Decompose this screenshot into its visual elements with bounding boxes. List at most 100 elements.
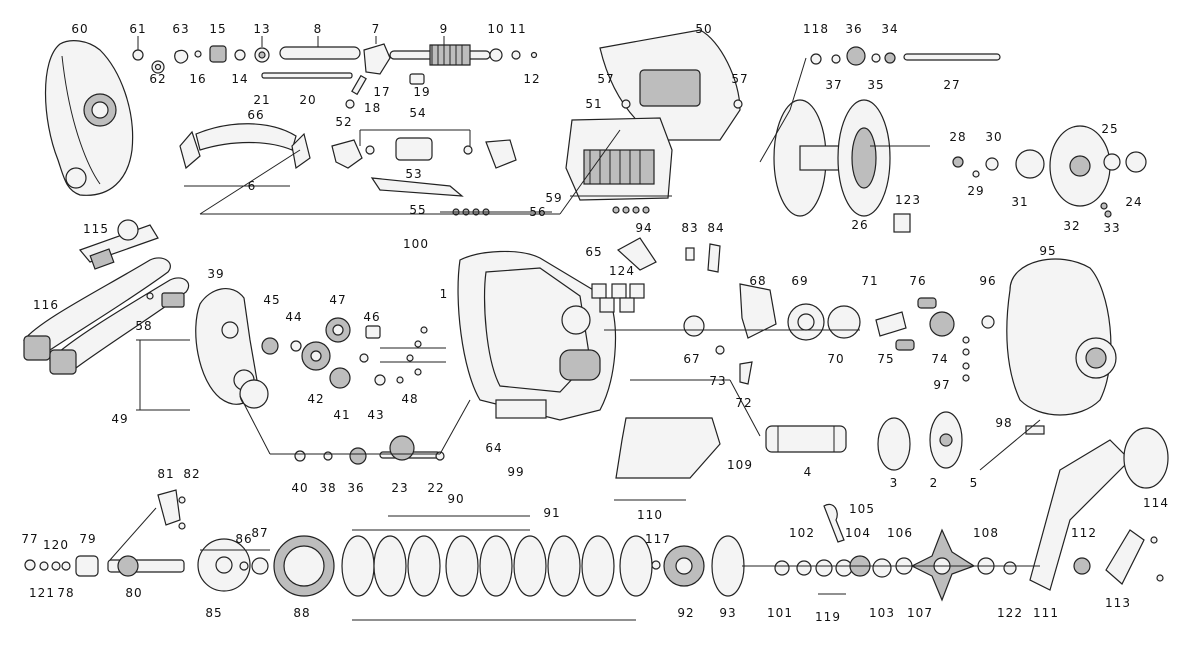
part-label: 111 xyxy=(1033,606,1059,620)
part-label: 49 xyxy=(111,412,128,426)
part-label: 36 xyxy=(845,22,862,36)
part-label: 68 xyxy=(749,274,766,288)
part-label: 2 xyxy=(930,476,939,490)
part-label: 53 xyxy=(405,167,422,181)
part-label: 109 xyxy=(727,458,753,472)
part-label: 24 xyxy=(1125,195,1142,209)
part-label: 6 xyxy=(248,179,257,193)
part-label: 84 xyxy=(707,221,724,235)
main-frame-part xyxy=(457,250,617,421)
small-washers-row xyxy=(132,45,270,74)
part-label: 100 xyxy=(403,237,429,251)
spool-shaft-parts xyxy=(810,46,1001,66)
part-label: 96 xyxy=(979,274,996,288)
part-label: 121 xyxy=(29,586,55,600)
tool-parts xyxy=(23,219,190,375)
part-label: 3 xyxy=(890,476,899,490)
part-label: 82 xyxy=(183,467,200,481)
part-label: 28 xyxy=(949,130,966,144)
part-label: 56 xyxy=(529,205,546,219)
drag-clutch-parts xyxy=(683,283,995,385)
part-label: 43 xyxy=(367,408,384,422)
part-label: 99 xyxy=(507,465,524,479)
part-label: 72 xyxy=(735,396,752,410)
part-label: 17 xyxy=(373,85,390,99)
part-label: 8 xyxy=(314,22,323,36)
leader-lines xyxy=(109,36,1041,621)
part-label: 108 xyxy=(973,526,999,540)
part-label: 115 xyxy=(83,222,109,236)
part-label: 36 xyxy=(347,481,364,495)
part-label: 57 xyxy=(597,72,614,86)
part-label: 54 xyxy=(409,106,426,120)
part-label: 1 xyxy=(440,287,449,301)
part-label: 30 xyxy=(985,130,1002,144)
part-label: 7 xyxy=(372,22,381,36)
part-label: 93 xyxy=(719,606,736,620)
side-plate-part xyxy=(146,288,269,409)
part-label: 50 xyxy=(695,22,712,36)
part-label: 78 xyxy=(57,586,74,600)
part-label: 10 xyxy=(487,22,504,36)
part-label: 70 xyxy=(827,352,844,366)
part-label: 22 xyxy=(427,481,444,495)
part-label: 62 xyxy=(149,72,166,86)
spool-part xyxy=(773,99,1147,233)
part-label: 110 xyxy=(637,508,663,522)
part-label: 65 xyxy=(585,245,602,259)
part-label: 31 xyxy=(1011,195,1028,209)
part-label: 4 xyxy=(804,465,813,479)
part-label: 27 xyxy=(943,78,960,92)
part-label: 117 xyxy=(645,532,671,546)
part-label: 80 xyxy=(125,586,142,600)
part-label: 47 xyxy=(329,293,346,307)
part-label: 85 xyxy=(205,606,222,620)
part-label: 5 xyxy=(970,476,979,490)
part-label: 29 xyxy=(967,184,984,198)
part-label: 120 xyxy=(43,538,69,552)
part-label: 113 xyxy=(1105,596,1131,610)
motor-part xyxy=(765,411,963,471)
part-label: 46 xyxy=(363,310,380,324)
star-drag-handle-parts xyxy=(774,427,1169,602)
part-label: 13 xyxy=(253,22,270,36)
side-cover-part xyxy=(44,40,134,196)
part-label: 38 xyxy=(319,481,336,495)
shaft-parts xyxy=(261,44,538,79)
part-label: 39 xyxy=(207,267,224,281)
level-wind-parts xyxy=(345,43,425,109)
part-label: 112 xyxy=(1071,526,1097,540)
part-label: 88 xyxy=(293,606,310,620)
part-label: 95 xyxy=(1039,244,1056,258)
part-label: 71 xyxy=(861,274,878,288)
part-label: 26 xyxy=(851,218,868,232)
part-label: 103 xyxy=(869,606,895,620)
part-label: 107 xyxy=(907,606,933,620)
part-label: 32 xyxy=(1063,219,1080,233)
part-label: 75 xyxy=(877,352,894,366)
part-label: 114 xyxy=(1143,496,1169,510)
part-label: 122 xyxy=(997,606,1023,620)
part-label: 34 xyxy=(881,22,898,36)
clutch-parts xyxy=(591,237,721,313)
part-label: 83 xyxy=(681,221,698,235)
part-label: 102 xyxy=(789,526,815,540)
part-label: 87 xyxy=(251,526,268,540)
part-label: 59 xyxy=(545,191,562,205)
part-label: 92 xyxy=(677,606,694,620)
part-label: 124 xyxy=(609,264,635,278)
right-side-cover-part xyxy=(1006,258,1117,435)
part-label: 79 xyxy=(79,532,96,546)
part-label: 48 xyxy=(401,392,418,406)
part-number-labels: 60 61 62 63 16 15 14 13 8 7 9 10 11 12 2… xyxy=(21,22,1169,624)
part-label: 58 xyxy=(135,319,152,333)
part-label: 106 xyxy=(887,526,913,540)
part-label: 116 xyxy=(33,298,59,312)
part-label: 37 xyxy=(825,78,842,92)
part-label: 74 xyxy=(931,352,948,366)
part-label: 91 xyxy=(543,506,560,520)
part-label: 57 xyxy=(731,72,748,86)
part-label: 94 xyxy=(635,221,652,235)
part-label: 98 xyxy=(995,416,1012,430)
